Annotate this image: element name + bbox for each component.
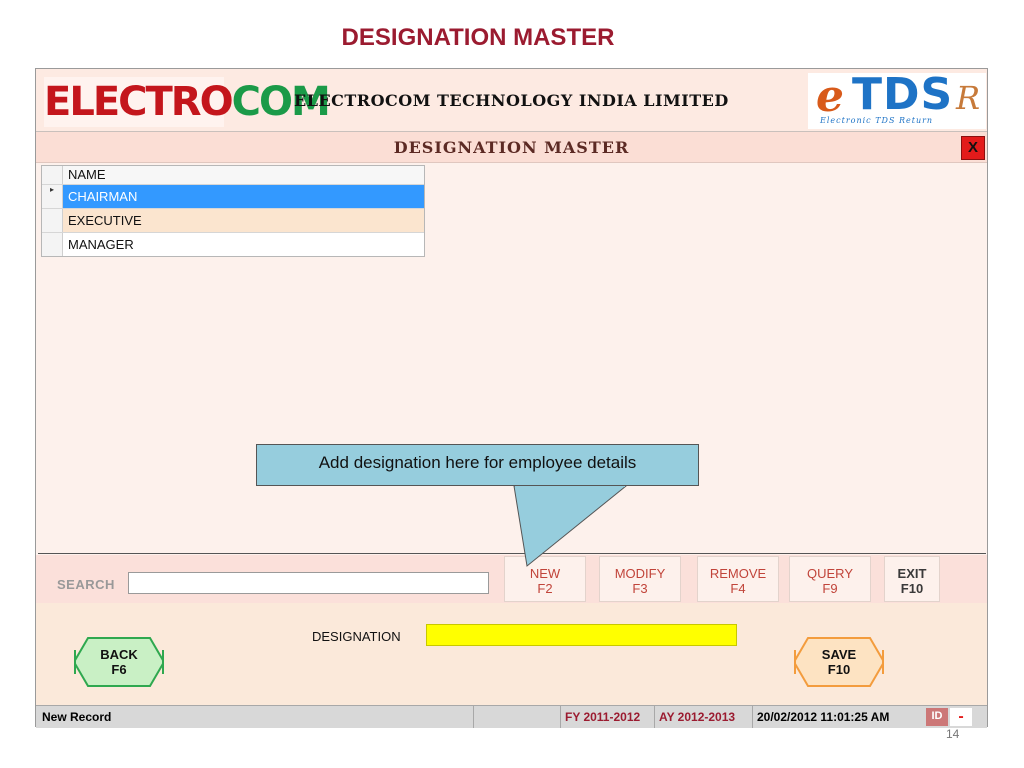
close-button[interactable]: X: [961, 136, 985, 160]
save-button-key: F10: [827, 662, 851, 677]
remove-button-label: REMOVE: [709, 566, 767, 581]
row-selector: [42, 209, 63, 232]
table-row[interactable]: ▸ CHAIRMAN: [42, 184, 424, 208]
exit-button[interactable]: EXIT F10: [884, 556, 940, 602]
query-button[interactable]: QUERY F9: [789, 556, 871, 602]
query-button-label: QUERY: [807, 566, 853, 581]
save-button-label: SAVE: [821, 647, 857, 662]
query-button-key: F9: [822, 581, 838, 596]
new-button-label: NEW: [529, 566, 561, 581]
logo-right-subtitle: Electronic TDS Return: [820, 116, 934, 125]
row-selector: [42, 233, 63, 256]
callout: Add designation here for employee detail…: [256, 444, 699, 486]
status-empty: [473, 706, 560, 728]
modify-button[interactable]: MODIFY F3: [599, 556, 681, 602]
electrocom-logo: ELECTROCOM: [44, 77, 331, 127]
back-button[interactable]: BACK F6: [74, 637, 164, 687]
row-pointer-icon: ▸: [42, 185, 63, 208]
status-id-label: ID: [926, 708, 948, 726]
modify-button-key: F3: [632, 581, 648, 596]
back-button-key: F6: [111, 662, 127, 677]
app-window: ELECTROCOM ELECTROCOM TECHNOLOGY INDIA L…: [35, 68, 988, 728]
back-button-label: BACK: [100, 647, 138, 662]
designation-grid: NAME ▸ CHAIRMAN EXECUTIVE MANAGER: [41, 165, 425, 257]
status-id-value: -: [950, 708, 972, 726]
form-title: DESIGNATION MASTER: [393, 138, 630, 157]
page-number: 14: [946, 727, 960, 741]
table-cell-name[interactable]: MANAGER: [68, 237, 134, 252]
table-row[interactable]: MANAGER: [42, 232, 424, 256]
exit-button-key: F10: [900, 581, 924, 596]
etdsr-logo: e TDS R Electronic TDS Return: [808, 73, 986, 129]
new-button[interactable]: NEW F2: [504, 556, 586, 602]
modify-button-label: MODIFY: [614, 566, 666, 581]
new-button-key: F2: [537, 581, 553, 596]
table-cell-name[interactable]: EXECUTIVE: [68, 213, 142, 228]
status-fy: FY 2011-2012: [560, 706, 654, 728]
status-ay: AY 2012-2013: [654, 706, 752, 728]
form-title-bar: DESIGNATION MASTER X: [36, 132, 987, 163]
designation-label: DESIGNATION: [312, 629, 401, 644]
save-button[interactable]: SAVE F10: [794, 637, 884, 687]
column-header-name[interactable]: NAME: [68, 167, 106, 182]
logo-left-part1: ELECTRO: [44, 79, 234, 125]
back-button-shape: [74, 637, 164, 687]
logo-right-tds: TDS: [852, 73, 954, 120]
company-name: ELECTROCOM TECHNOLOGY INDIA LIMITED: [294, 91, 729, 110]
slide-title: DESIGNATION MASTER: [341, 24, 615, 51]
logo-right-e: e: [816, 73, 844, 122]
remove-button-key: F4: [730, 581, 746, 596]
search-input[interactable]: [128, 572, 489, 594]
action-toolbar: SEARCH NEW F2 MODIFY F3 REMOVE F4 QUERY …: [36, 555, 987, 603]
status-datetime: 20/02/2012 11:01:25 AM: [752, 706, 924, 728]
status-mode: New Record: [42, 710, 112, 724]
table-row[interactable]: EXECUTIVE: [42, 208, 424, 232]
remove-button[interactable]: REMOVE F4: [697, 556, 779, 602]
app-header: ELECTROCOM ELECTROCOM TECHNOLOGY INDIA L…: [36, 69, 987, 132]
logo-left-part2: COM: [231, 79, 331, 125]
search-label: SEARCH: [57, 577, 115, 592]
exit-button-label: EXIT: [897, 566, 927, 581]
callout-text: Add designation here for employee detail…: [318, 453, 637, 472]
grid-header-row: NAME: [42, 166, 424, 184]
status-bar: New Record FY 2011-2012 AY 2012-2013 20/…: [36, 705, 987, 728]
row-selector-header: [42, 166, 63, 184]
designation-field[interactable]: [426, 624, 737, 646]
save-button-shape: [794, 637, 884, 687]
table-cell-name[interactable]: CHAIRMAN: [68, 189, 138, 204]
divider: [38, 553, 986, 554]
logo-right-r: R: [956, 79, 981, 117]
entry-panel: BACK F6 DESIGNATION SAVE F10: [36, 603, 987, 705]
